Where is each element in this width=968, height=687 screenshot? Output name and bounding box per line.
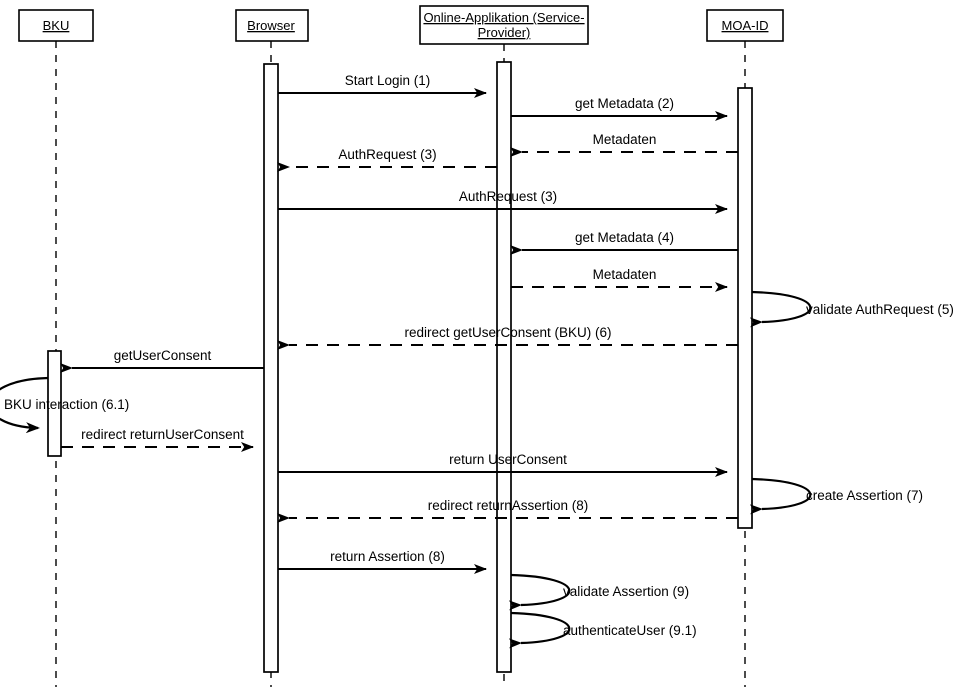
message-label: AuthRequest (3) [459,189,557,204]
message-10: redirect returnUserConsent [61,427,254,452]
self-message-validate-authrequest: validate AuthRequest (5) [749,290,954,328]
lifeline-head-browser[interactable]: Browser [235,9,309,42]
message-13: return Assertion (8) [278,549,487,574]
message-label: getUserConsent [114,348,212,363]
message-label: redirect returnUserConsent [81,427,244,442]
lifeline-head-box [18,9,94,42]
message-label: Start Login (1) [345,73,431,88]
lifeline-head-oa[interactable]: Online-Applikation (Service-Provider) [419,5,589,45]
lifeline-head-bku[interactable]: BKU [18,9,94,42]
self-message-label: authenticateUser (9.1) [563,623,697,638]
message-label: return UserConsent [449,452,567,467]
message-label: get Metadata (4) [575,230,674,245]
activation-bar-bku [47,350,62,457]
self-message-arrow [508,611,571,649]
self-message-authenticate-user: authenticateUser (9.1) [508,611,697,649]
self-message-arrow [749,477,812,515]
activation-bar-moaid [737,87,753,529]
message-label: AuthRequest (3) [338,147,436,162]
self-message-arrow [0,376,49,434]
message-label: Metadaten [593,132,657,147]
activation-bar-oa [496,61,512,673]
self-message-label: BKU interaction (6.1) [4,397,129,412]
lifeline-head-label: BKU [43,18,70,33]
message-1: Start Login (1) [278,73,487,98]
message-3: Metadaten [510,132,738,157]
message-label: redirect getUserConsent (BKU) (6) [404,325,611,340]
message-label: get Metadata (2) [575,96,674,111]
message-5: AuthRequest (3) [278,189,728,214]
lifeline-head-box [706,9,784,42]
self-message-label: validate AuthRequest (5) [806,302,954,317]
self-message-label: validate Assertion (9) [563,584,689,599]
lifeline-head-box [235,9,309,42]
self-message-create-assertion: create Assertion (7) [749,477,923,515]
message-6: get Metadata (4) [510,230,738,255]
lifeline-head-box [419,5,589,45]
self-message-label: create Assertion (7) [806,488,923,503]
message-9: getUserConsent [60,348,264,373]
message-11: return UserConsent [278,452,728,477]
lifeline-head-label: Online-Applikation (Service- [423,10,584,25]
messages-layer: Start Login (1) get Metadata (2) Metadaten… [60,73,738,574]
message-label: return Assertion (8) [330,549,445,564]
activations-layer [47,61,753,673]
lifeline-head-moaid[interactable]: MOA-ID [706,9,784,42]
self-message-bku-interaction: BKU interaction (6.1) [0,376,129,434]
message-label: Metadaten [593,267,657,282]
message-12: redirect returnAssertion (8) [277,498,738,523]
lifeline-head-label-line2: Provider) [478,25,531,40]
message-label: redirect returnAssertion (8) [428,498,589,513]
lifeline-head-label: Browser [247,18,295,33]
message-7: Metadaten [511,267,728,292]
lifeline-head-label: MOA-ID [722,18,769,33]
message-8: redirect getUserConsent (BKU) (6) [277,325,738,350]
message-4: AuthRequest (3) [277,147,497,172]
self-message-validate-assertion: validate Assertion (9) [508,573,689,611]
message-2: get Metadata (2) [511,96,728,121]
activation-bar-browser [263,63,279,673]
self-message-arrow [508,573,571,611]
self-messages-layer: validate AuthRequest (5) BKU interaction … [0,290,954,649]
lifeline-heads-layer: BKU Browser Online-Applikation (Service-Pr… [18,5,784,45]
self-message-arrow [749,290,812,328]
